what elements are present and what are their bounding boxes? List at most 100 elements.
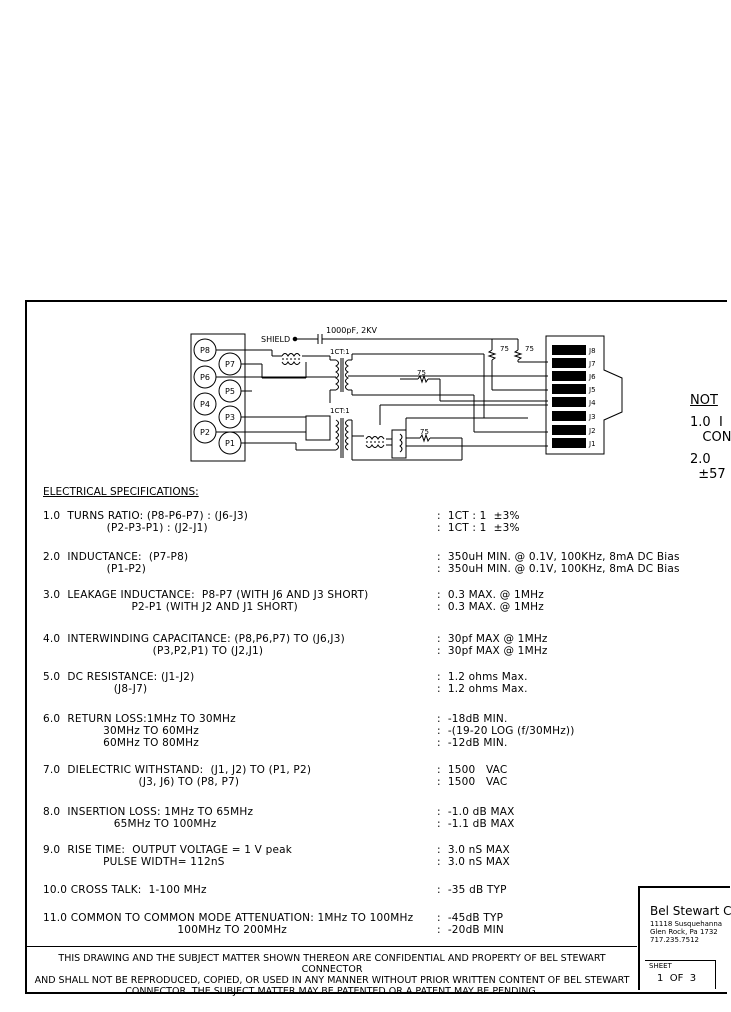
spec-9-value-b: : 3.0 nS MAX	[437, 856, 510, 868]
confidentiality-notice: THIS DRAWING AND THE SUBJECT MATTER SHOW…	[27, 946, 637, 997]
choke-top-a	[281, 353, 301, 357]
common-mode-coil	[399, 433, 403, 453]
rj45-housing	[545, 335, 623, 455]
jack-label-j7: J7	[588, 360, 596, 368]
xfmr-top-secondary	[345, 359, 349, 391]
spec-7-value-b: : 1500 VAC	[437, 776, 508, 788]
choke-bot-b	[365, 444, 385, 448]
jack-label-j8: J8	[588, 347, 596, 355]
spec-10-line: 10.0 CROSS TALK: 1-100 MHz	[43, 884, 207, 896]
jack-label-j2: J2	[588, 427, 596, 435]
res-75-right-b-label: 75	[525, 345, 534, 353]
pin-label-p8: P8	[200, 346, 210, 355]
spec-2-value-a: : 350uH MIN. @ 0.1V, 100KHz, 8mA DC Bias	[437, 551, 680, 563]
spec-4-value-b: : 30pf MAX @ 1MHz	[437, 645, 548, 657]
sheet-value: 1 OF 3	[657, 973, 697, 984]
rj45-contacts	[552, 345, 586, 448]
ratio-bot-label: 1CT:1	[330, 407, 350, 415]
pin-label-p2: P2	[200, 428, 210, 437]
lower-loop-a	[305, 415, 331, 441]
res-75-mid-top-label: 75	[417, 369, 426, 377]
pin-p4	[193, 392, 217, 416]
spec-11-value-b: : -20dB MIN	[437, 924, 504, 936]
notes-title: NOT	[690, 393, 718, 408]
spec-8-value-b: : -1.1 dB MAX	[437, 818, 515, 830]
spec-6-line-b: 30MHz TO 60MHz	[43, 725, 199, 737]
spec-1-line-b: (P2-P3-P1) : (J2-J1)	[43, 522, 208, 534]
spec-3-value-b: : 0.3 MAX. @ 1MHz	[437, 601, 544, 613]
spec-5-line-b: (J8-J7)	[43, 683, 148, 695]
spec-5-value-b: : 1.2 ohms Max.	[437, 683, 528, 695]
spec-4-line-b: (P3,P2,P1) TO (J2,J1)	[43, 645, 264, 657]
sheet-label: SHEET	[649, 962, 672, 970]
shield-label: SHIELD	[261, 335, 290, 344]
pin-label-p7: P7	[225, 360, 235, 369]
company-address-1: 11118 Susquehanna	[650, 920, 723, 928]
note-2-line-a: 2.0	[690, 452, 711, 467]
spec-1-value-a: : 1CT : 1 ±3%	[437, 510, 520, 522]
spec-9-value-a: : 3.0 nS MAX	[437, 844, 510, 856]
jack-label-j3: J3	[588, 413, 596, 421]
spec-7-line-a: 7.0 DIELECTRIC WITHSTAND: (J1, J2) TO (P…	[43, 764, 312, 776]
spec-6-value-a: : -18dB MIN.	[437, 713, 508, 725]
jack-label-j1: J1	[588, 440, 596, 448]
res-75-right-a-label: 75	[500, 345, 509, 353]
left-connector-body	[190, 333, 246, 462]
spec-11-value-a: : -45dB TYP	[437, 912, 504, 924]
spec-9-line-a: 9.0 RISE TIME: OUTPUT VOLTAGE = 1 V peak	[43, 844, 293, 856]
spec-8-line-b: 65MHz TO 100MHz	[43, 818, 217, 830]
pin-label-p3: P3	[225, 413, 235, 422]
spec-7-value-a: : 1500 VAC	[437, 764, 508, 776]
xfmr-bot-primary	[335, 419, 339, 451]
choke-bot-a	[365, 436, 385, 440]
choke-top-b	[281, 361, 301, 365]
spec-4-line-a: 4.0 INTERWINDING CAPACITANCE: (P8,P6,P7)…	[43, 633, 345, 645]
spec-11-line-a: 11.0 COMMON TO COMMON MODE ATTENUATION: …	[43, 912, 414, 924]
confidentiality-line-2: AND SHALL NOT BE REPRODUCED, COPIED, OR …	[34, 975, 630, 986]
note-1-line-b: CON	[690, 430, 731, 445]
ratio-top-label: 1CT:1	[330, 348, 350, 356]
schematic-diagram: P8 P7 P6 P5 P4 P3 P2 P1 SHIELD 1000pF, 2…	[190, 326, 623, 462]
pin-label-p5: P5	[225, 387, 235, 396]
xfmr-top-primary	[335, 359, 339, 391]
spec-2-value-b: : 350uH MIN. @ 0.1V, 100KHz, 8mA DC Bias	[437, 563, 680, 575]
spec-1-value-b: : 1CT : 1 ±3%	[437, 522, 520, 534]
drawing-frame	[25, 300, 727, 994]
spec-8-line-a: 8.0 INSERTION LOSS: 1MHz TO 65MHz	[43, 806, 254, 818]
pin-label-p4: P4	[200, 400, 210, 409]
resistor-right-b	[513, 349, 523, 361]
spec-11-line-b: 100MHz TO 200MHz	[43, 924, 287, 936]
confidentiality-line-3: CONNECTOR. THE SUBJECT MATTER MAY BE PAT…	[125, 986, 539, 997]
spec-6-value-c: : -12dB MIN.	[437, 737, 508, 749]
spec-3-line-b: P2-P1 (WITH J2 AND J1 SHORT)	[43, 601, 298, 613]
sheet-box: SHEET 1 OF 3	[645, 960, 716, 989]
note-1-line-a: 1.0 I	[690, 415, 723, 430]
spec-10-value: : -35 dB TYP	[437, 884, 507, 896]
spec-3-line-a: 3.0 LEAKAGE INDUCTANCE: P8-P7 (WITH J6 A…	[43, 589, 369, 601]
pin-label-p6: P6	[200, 373, 210, 382]
lower-loop-b	[391, 429, 407, 459]
confidentiality-line-1: THIS DRAWING AND THE SUBJECT MATTER SHOW…	[58, 953, 606, 975]
title-block: Bel Stewart C 11118 Susquehanna Glen Roc…	[638, 886, 731, 990]
resistor-right-a	[487, 349, 497, 361]
spec-2-line-b: (P1-P2)	[43, 563, 147, 575]
spec-4-value-a: : 30pf MAX @ 1MHz	[437, 633, 548, 645]
spec-1-line-a: 1.0 TURNS RATIO: (P8-P6-P7) : (J6-J3)	[43, 510, 249, 522]
spec-5-line-a: 5.0 DC RESISTANCE: (J1-J2)	[43, 671, 195, 683]
company-address-2: Glen Rock, Pa 1732	[650, 928, 718, 936]
pin-label-p1: P1	[225, 439, 235, 448]
res-75-low-label: 75	[420, 428, 429, 436]
company-phone: 717.235.7512	[650, 936, 699, 944]
spec-5-value-a: : 1.2 ohms Max.	[437, 671, 528, 683]
capacitor-label: 1000pF, 2KV	[326, 326, 377, 335]
spec-6-line-c: 60MHz TO 80MHz	[43, 737, 199, 749]
jack-label-j5: J5	[588, 386, 596, 394]
xfmr-bot-secondary	[345, 419, 349, 451]
jack-label-j6: J6	[588, 373, 596, 381]
spec-8-value-a: : -1.0 dB MAX	[437, 806, 515, 818]
spec-header: ELECTRICAL SPECIFICATIONS:	[43, 486, 199, 498]
note-2-line-b: ±57	[690, 467, 726, 482]
resistor-low	[419, 433, 431, 443]
spec-3-value-a: : 0.3 MAX. @ 1MHz	[437, 589, 544, 601]
company-name: Bel Stewart C	[650, 904, 731, 918]
